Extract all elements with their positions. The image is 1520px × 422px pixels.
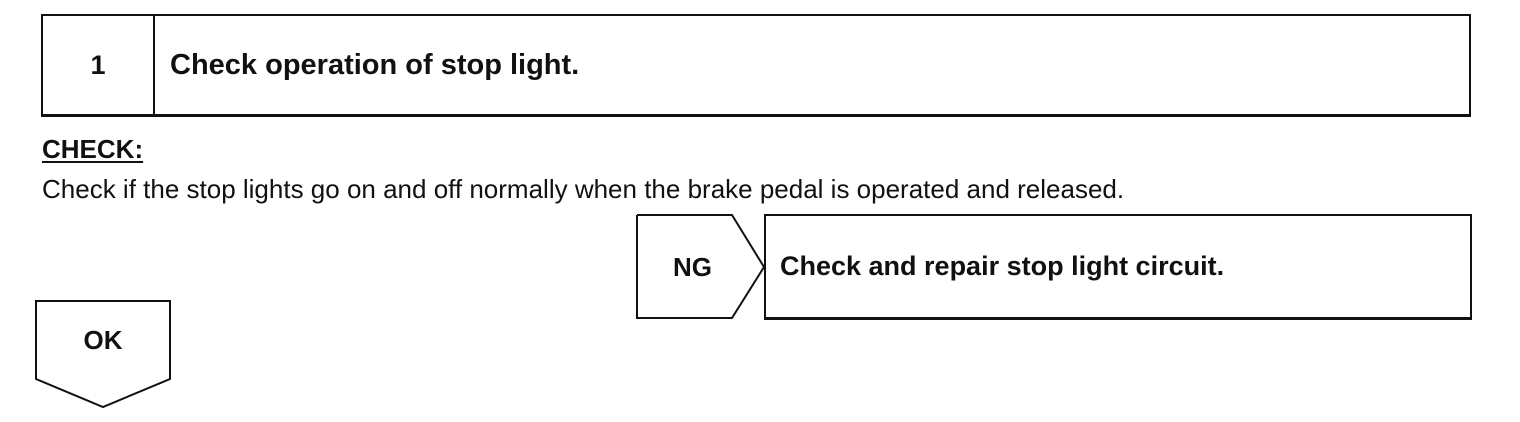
ng-label: NG (673, 251, 712, 282)
ok-arrow-shape (35, 300, 171, 409)
step-title: Check operation of stop light. (170, 48, 580, 81)
check-instruction: Check if the stop lights go on and off n… (42, 174, 1125, 204)
ng-result-box: Check and repair stop light circuit. (764, 214, 1472, 320)
ng-arrow-shape (636, 214, 766, 319)
check-heading: CHECK: (42, 134, 144, 164)
ok-label: OK (83, 324, 123, 355)
step-number: 1 (43, 16, 155, 114)
ng-result-text: Check and repair stop light circuit. (780, 251, 1225, 281)
step-header-box: 1 Check operation of stop light. (41, 14, 1471, 117)
